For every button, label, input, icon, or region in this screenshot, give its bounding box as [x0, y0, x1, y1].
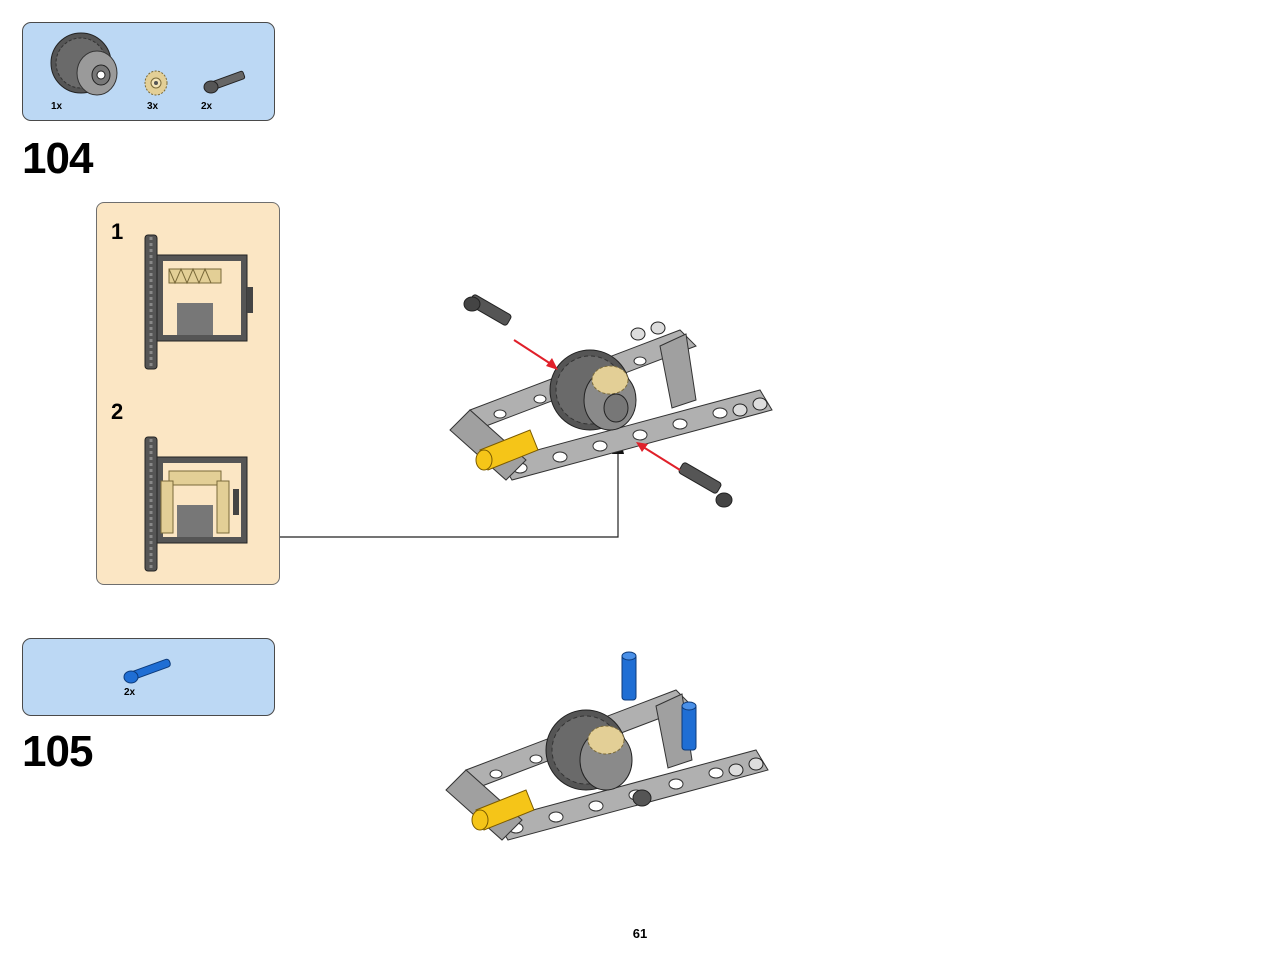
page-number: 61 — [632, 926, 648, 941]
part-qty-axle-pin: 2x — [201, 101, 213, 112]
substep-number-2: 2 — [111, 399, 124, 424]
part-qty-differential: 1x — [51, 101, 63, 112]
blue-axle-pin-icon — [123, 658, 171, 684]
part-qty-blue-axle-pin: 2x — [124, 687, 136, 698]
step-number-105: 105 — [22, 727, 93, 776]
assembly-illustration-104 — [449, 294, 773, 508]
bevel-gear-icon — [144, 70, 168, 96]
parts-list-box-104: 1x 3x 2x — [22, 22, 275, 121]
substep-callout-box: 1 2 — [96, 202, 280, 585]
part-qty-bevel-gear: 3x — [147, 101, 159, 112]
parts-list-box-105: 2x — [22, 638, 275, 716]
axle-pin-icon — [203, 70, 246, 94]
differential-view-1 — [144, 234, 253, 370]
differential-view-2 — [144, 436, 248, 572]
differential-gear-icon — [50, 32, 118, 96]
assembly-illustration-105 — [445, 651, 769, 841]
substep-number-1: 1 — [111, 219, 124, 244]
step-number-104: 104 — [22, 134, 93, 183]
